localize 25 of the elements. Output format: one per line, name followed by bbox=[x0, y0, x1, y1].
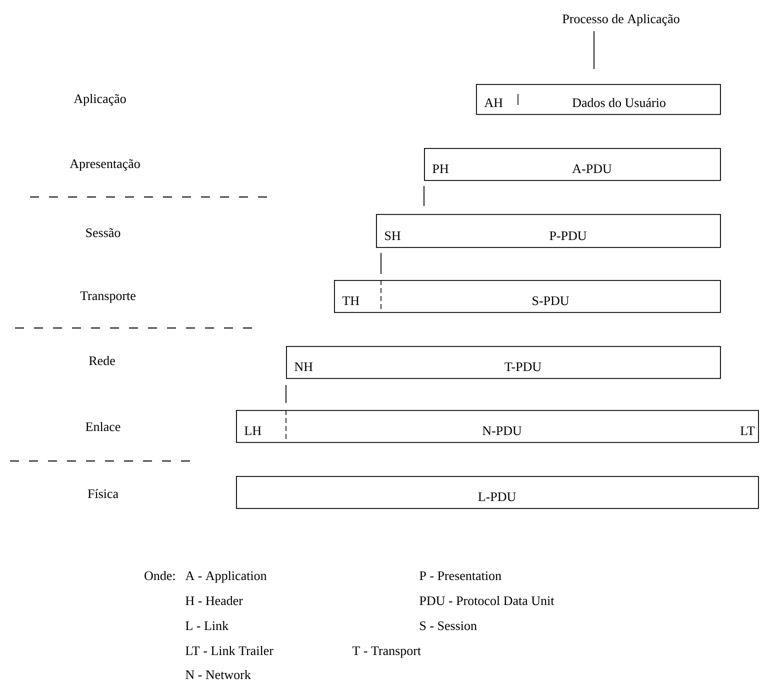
abbreviation-text: N - Network bbox=[186, 670, 251, 680]
layer-label: Rede bbox=[89, 356, 115, 366]
layer-label: Enlace bbox=[86, 422, 120, 432]
abbreviation-text: T - Transport bbox=[352, 646, 421, 658]
abbreviation-text: L - Link bbox=[186, 620, 229, 630]
layer-label: Física bbox=[88, 488, 118, 498]
abbreviation-text: S - Session bbox=[420, 621, 477, 630]
text-label: Processo de Aplicação bbox=[562, 14, 680, 26]
abbreviation-text: P - Presentation bbox=[420, 571, 502, 580]
legend-heading: Onde: bbox=[144, 570, 175, 580]
layer-label: Aplicação bbox=[74, 94, 126, 106]
pdu-box: LH N-PDU LT bbox=[236, 410, 759, 443]
layer-label: Sessão bbox=[86, 228, 120, 238]
pdu-box: L-PDU bbox=[236, 476, 759, 509]
layer-label: Transporte bbox=[80, 291, 136, 303]
pdu-box: PH A-PDU bbox=[424, 148, 721, 181]
abbreviation-text: A - Application bbox=[185, 570, 267, 583]
layer-label: Apresentação bbox=[70, 159, 140, 171]
pdu-box: TH S-PDU bbox=[334, 280, 721, 313]
pdu-box: SH P-PDU bbox=[376, 214, 721, 248]
abbreviation-text: H - Header bbox=[186, 596, 243, 606]
pdu-box: AH Dados do Usuário bbox=[476, 84, 721, 115]
abbreviation-text: LT - Link Trailer bbox=[186, 646, 274, 656]
abbreviation-text: PDU - Protocol Data Unit bbox=[420, 596, 554, 606]
pdu-box: NH T-PDU bbox=[286, 346, 721, 379]
